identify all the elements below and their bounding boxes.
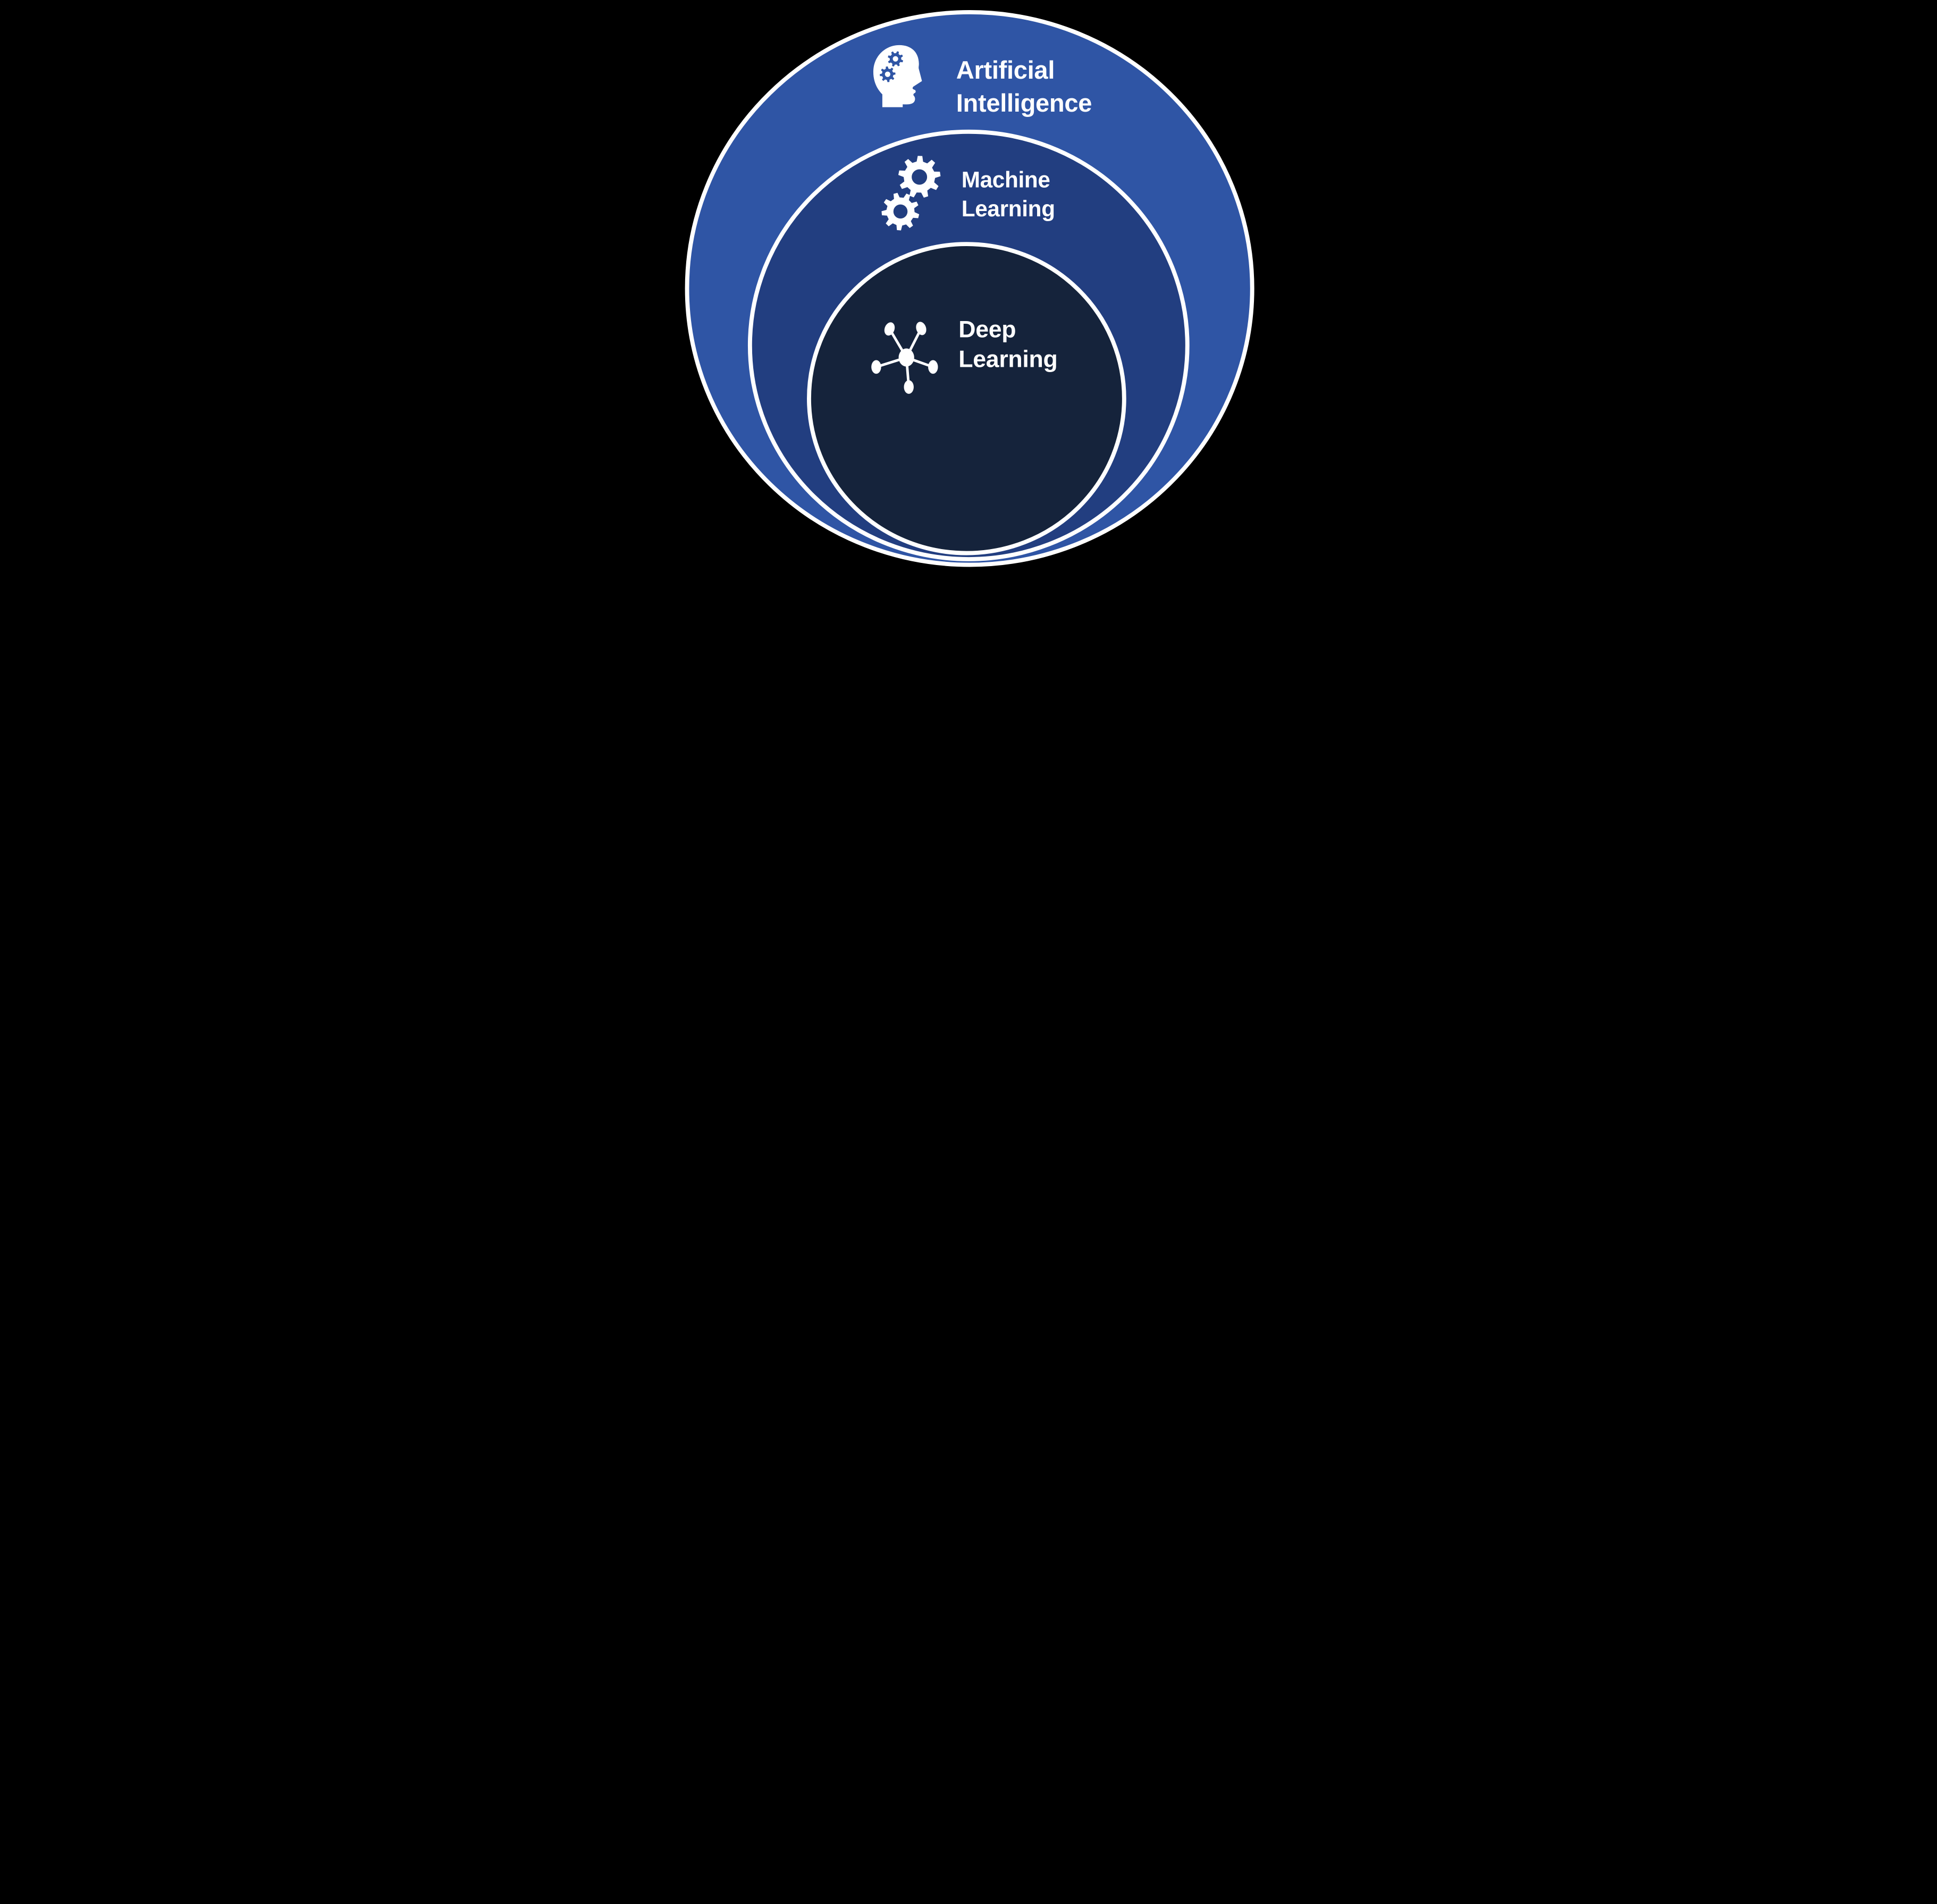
label-deep-learning: Learning bbox=[958, 346, 1057, 372]
network-node bbox=[871, 360, 881, 374]
diagram-canvas: Artificial Intelligence Machine Learning… bbox=[676, 0, 1261, 575]
label-machine-learning: Learning bbox=[962, 196, 1055, 221]
label-artificial: Artificial bbox=[956, 56, 1055, 84]
network-nodes-icon bbox=[871, 322, 938, 394]
network-node bbox=[884, 322, 895, 336]
gears-icon bbox=[881, 156, 941, 231]
head-gear-bottom-hole bbox=[885, 71, 890, 77]
ring-deep-learning bbox=[807, 242, 1126, 555]
head-gear-top-hole bbox=[892, 56, 898, 62]
network-node bbox=[928, 360, 938, 374]
label-machine: Machine bbox=[962, 167, 1050, 192]
label-deep: Deep bbox=[958, 317, 1016, 343]
label-intelligence: Intelligence bbox=[956, 89, 1092, 117]
head-silhouette bbox=[873, 45, 922, 107]
network-node bbox=[904, 380, 914, 394]
network-node bbox=[916, 322, 927, 335]
gear-small-hole bbox=[893, 204, 908, 219]
head-with-gears-icon bbox=[873, 45, 922, 107]
gear-large-hole bbox=[912, 169, 928, 185]
nested-circles-diagram: Artificial Intelligence Machine Learning… bbox=[676, 0, 1261, 575]
network-center-node bbox=[898, 348, 914, 367]
